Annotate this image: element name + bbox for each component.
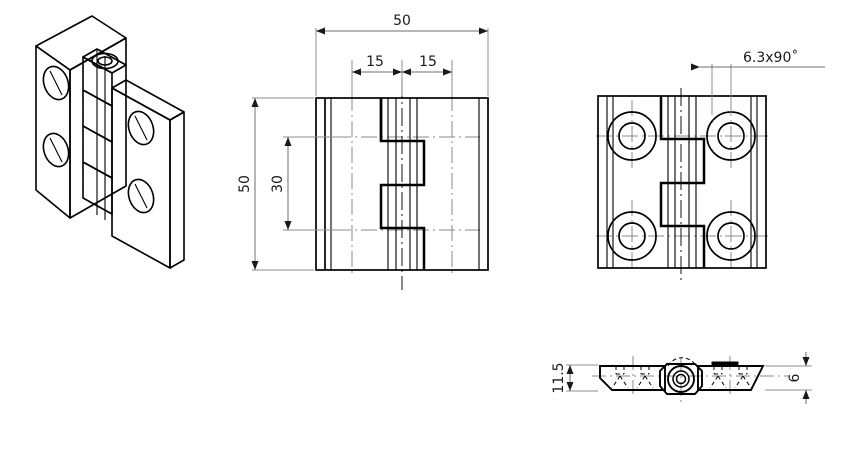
hole-lb-outer [607,211,657,261]
iso-pin-outer [91,52,119,70]
front-view-dimensions: 50 15 15 50 30 [237,13,489,271]
iso-left-leaf-body [69,37,127,219]
section-pin-inner [675,373,687,385]
right-knuckle-profile [659,96,706,268]
section-pin-outer [667,365,695,393]
hole-rt-inner [717,122,745,150]
hole-lt-outer [607,111,657,161]
dimension-leaf-depth: 11.5 [551,362,567,393]
iso-hole-rt-edge [134,115,148,141]
section-pin [667,365,695,393]
dimension-knuckle-right: 15 [419,54,437,70]
iso-hole-lb [42,132,70,168]
section-right-nib [711,361,739,367]
iso-pin-inner [97,56,113,66]
dimension-overall-width: 50 [393,13,411,29]
iso-hole-rt [127,110,155,146]
dimension-countersink: 6.3x90˚ [743,49,798,66]
iso-hole-rb-edge [134,183,148,209]
section-right-leaf [697,365,765,391]
hole-lb-inner [618,222,646,250]
iso-hole-lt-edge [49,70,63,96]
hole-rb-inner [717,222,745,250]
dimension-hole-spacing: 30 [270,175,286,193]
dimension-leaf-thickness: 6 [787,373,803,382]
right-hole-cross-marks [626,130,737,242]
iso-right-leaf-top [111,79,185,121]
iso-left-leaf-face [35,45,71,219]
front-outline [315,97,489,271]
section-hidden-lines [611,366,752,389]
iso-hole-lb-edge [49,137,63,163]
hole-lt-inner [618,122,646,150]
isometric-view [35,15,185,269]
iso-right-leaf-edge [169,111,185,269]
dimension-overall-height: 50 [237,175,253,193]
section-boss-hidden-arc [667,357,697,367]
hole-rb-outer [706,211,756,261]
iso-hole-lt [42,65,70,101]
section-view [592,356,790,404]
right-view [596,88,768,284]
section-view-dimensions: 11.5 6 [551,352,812,404]
right-view-centerlines [596,100,768,272]
dimension-knuckle-left: 15 [366,54,384,70]
section-pin-mid [672,370,690,388]
section-knuckle-boss [659,363,703,395]
countersink-dimension: 6.3x90˚ [691,49,825,115]
right-holes [607,111,756,261]
iso-knuckle-4 [82,161,113,215]
front-view [283,80,489,290]
iso-hole-rb [127,178,155,214]
front-knuckle-profile [379,98,426,270]
right-outline [597,95,767,269]
